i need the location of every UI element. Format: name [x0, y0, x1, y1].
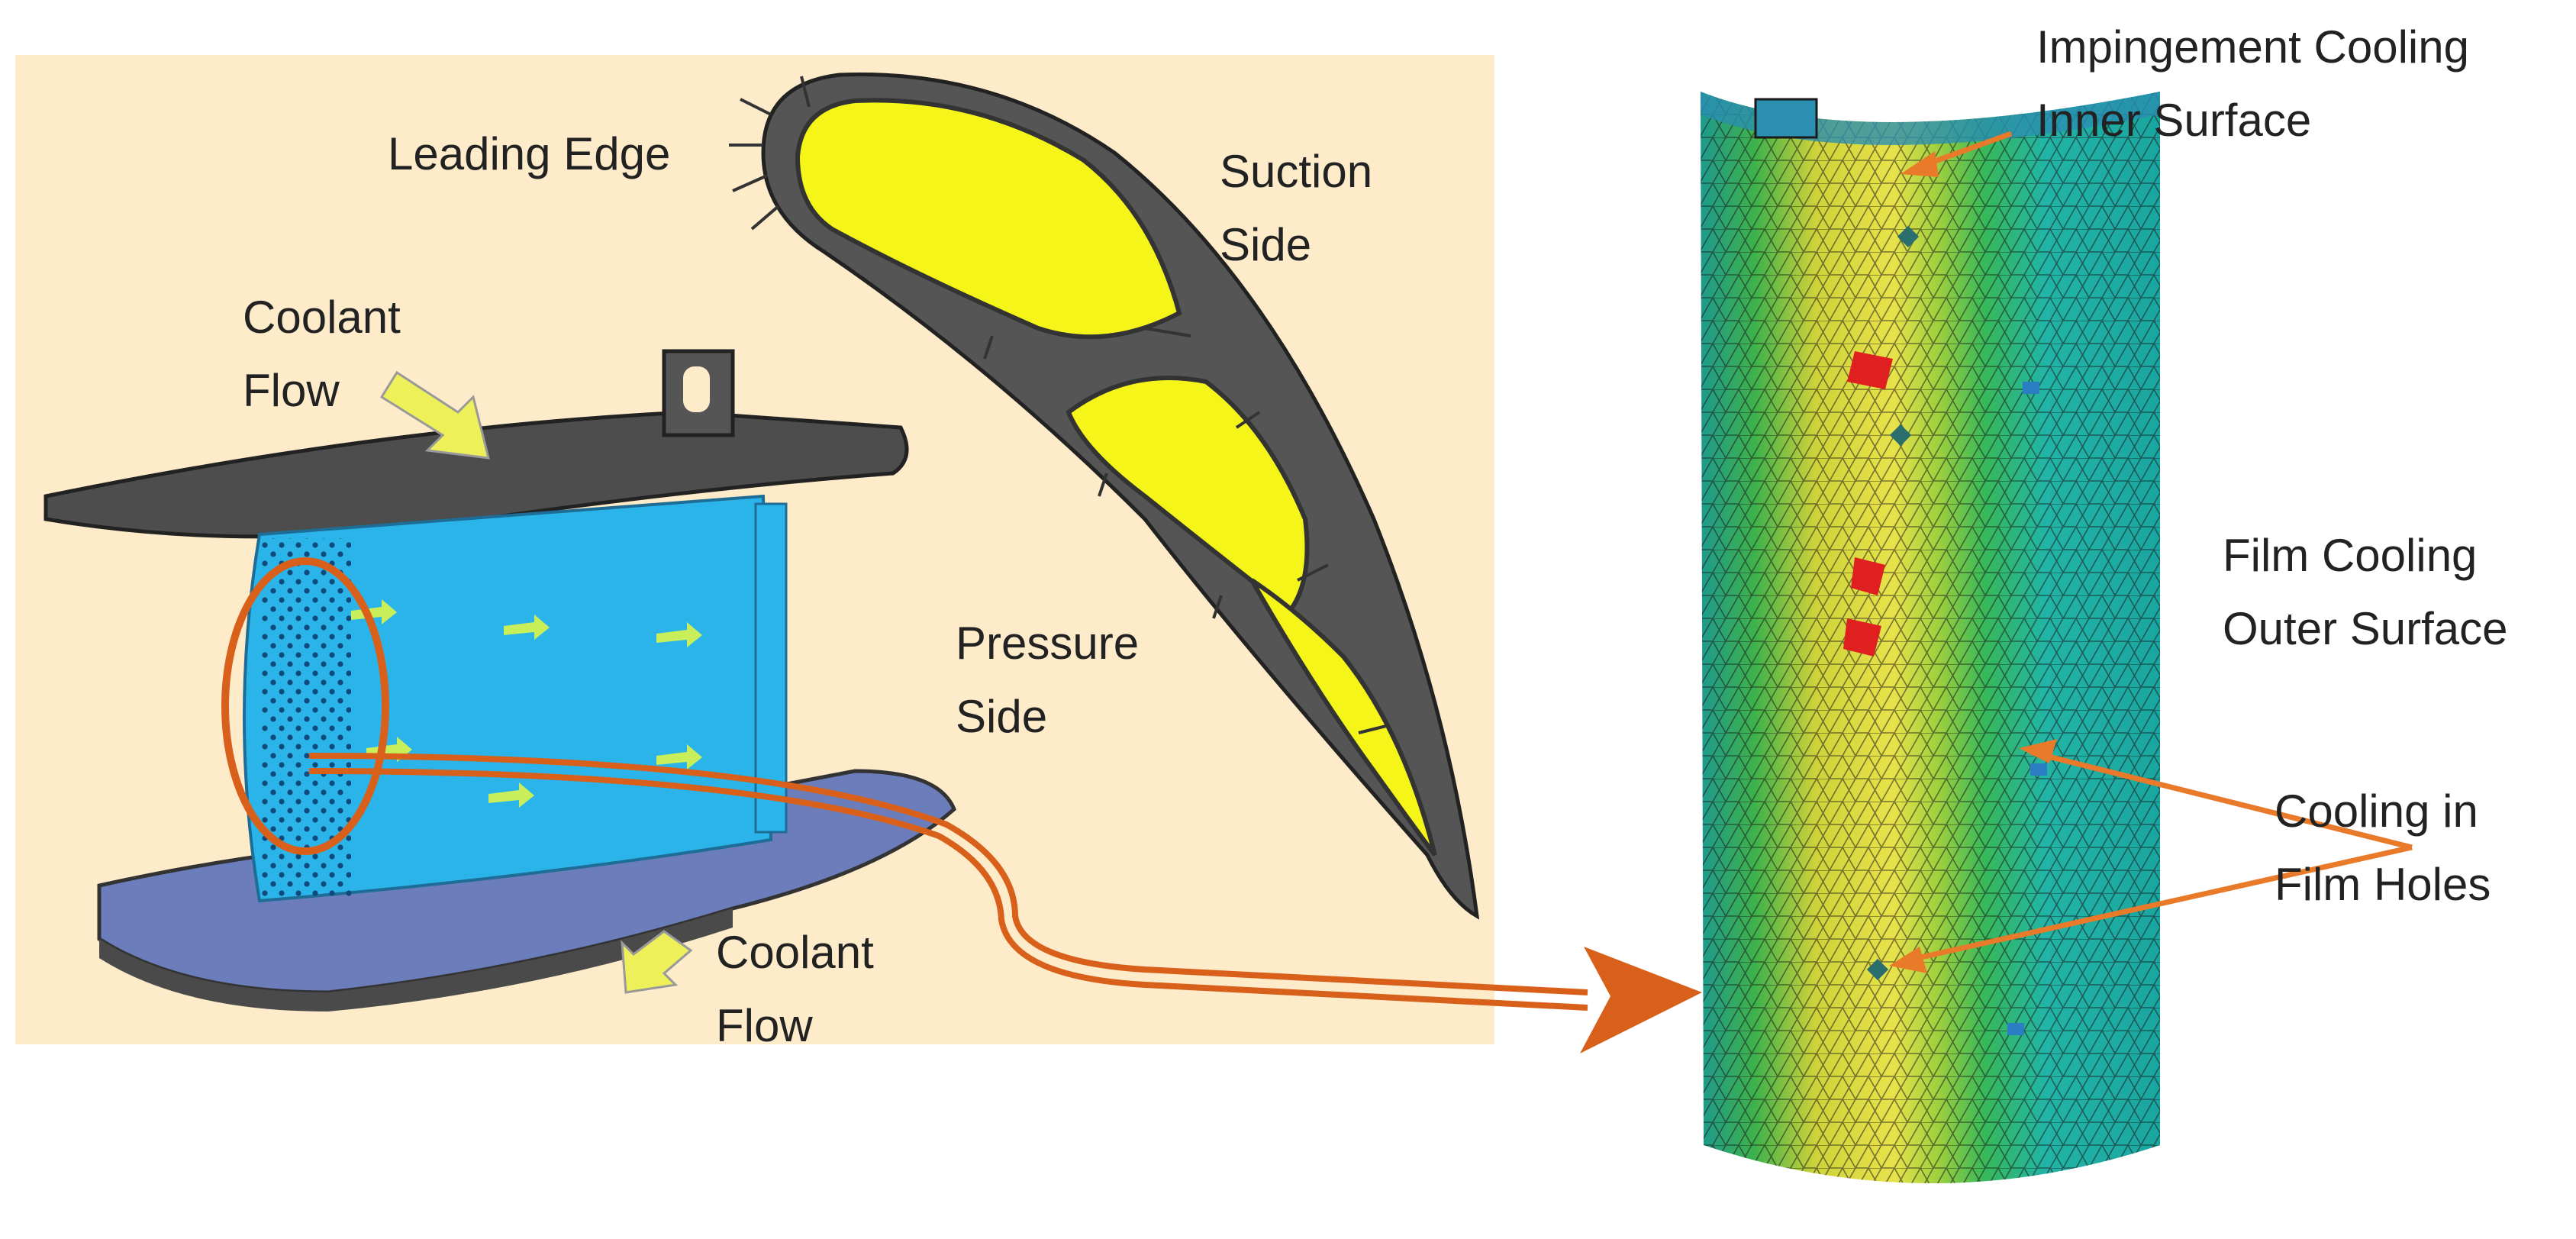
label-film-cooling: Film Cooling Outer Surface: [2223, 519, 2508, 666]
coolant-flow-top-line-1: Coolant: [243, 292, 401, 343]
airfoil-mid-cavity: [1066, 376, 1310, 615]
leading-edge-text: Leading Edge: [388, 128, 671, 179]
impingement-line-1: Impingement Cooling: [2036, 21, 2469, 73]
coolant-flow-bottom-line-1: Coolant: [716, 927, 874, 978]
airfoil-leading-cavity: [795, 98, 1182, 340]
suction-side-line-1: Suction: [1220, 146, 1373, 197]
coolant-flow-top-line-2: Flow: [243, 365, 340, 416]
highlight-circle: [221, 557, 389, 855]
pressure-side-line-2: Side: [956, 691, 1048, 742]
impingement-line-2: Inner Surface: [2036, 95, 2312, 146]
coolant-arrow-bottom: [621, 930, 693, 994]
film-holes-line-2: Film Holes: [2275, 859, 2491, 910]
coolant-flow-bottom-line-2: Flow: [716, 1000, 813, 1051]
label-film-holes: Cooling in Film Holes: [2275, 775, 2491, 921]
coolant-arrow-top: [379, 370, 490, 460]
label-coolant-flow-top: Coolant Flow: [243, 281, 401, 428]
trailing-edge-slots: [754, 502, 788, 834]
coolant-arrows-inner: [351, 599, 702, 808]
label-suction-side: Suction Side: [1220, 135, 1372, 282]
hot-spots: [1843, 351, 1893, 657]
film-holes-line-1: Cooling in: [2275, 786, 2478, 837]
label-coolant-flow-bottom: Coolant Flow: [716, 916, 874, 1063]
blade-body: [243, 494, 773, 903]
airfoil-trailing-cavity: [1249, 578, 1437, 857]
label-leading-edge: Leading Edge: [388, 118, 670, 191]
suction-side-line-2: Side: [1220, 219, 1312, 270]
airfoil-cross-section: [729, 72, 1480, 920]
cylinder-tab: [1754, 98, 1818, 139]
blade-assembly: [44, 349, 956, 1012]
annotation-arrowheads: [1889, 151, 2057, 973]
label-pressure-side: Pressure Side: [956, 607, 1139, 753]
film-cooling-line-1: Film Cooling: [2223, 530, 2478, 581]
connector-arrow: [308, 753, 1588, 1011]
label-impingement: Impingement Cooling Inner Surface: [2036, 11, 2469, 157]
pressure-side-line-1: Pressure: [956, 618, 1140, 669]
connector-arrowhead: [1580, 947, 1702, 1053]
film-holes-marks: [1866, 225, 2047, 1035]
meshed-cylinder-model: [1701, 92, 2160, 1183]
film-cooling-line-2: Outer Surface: [2223, 603, 2508, 654]
lower-platform-rim: [99, 908, 733, 1012]
